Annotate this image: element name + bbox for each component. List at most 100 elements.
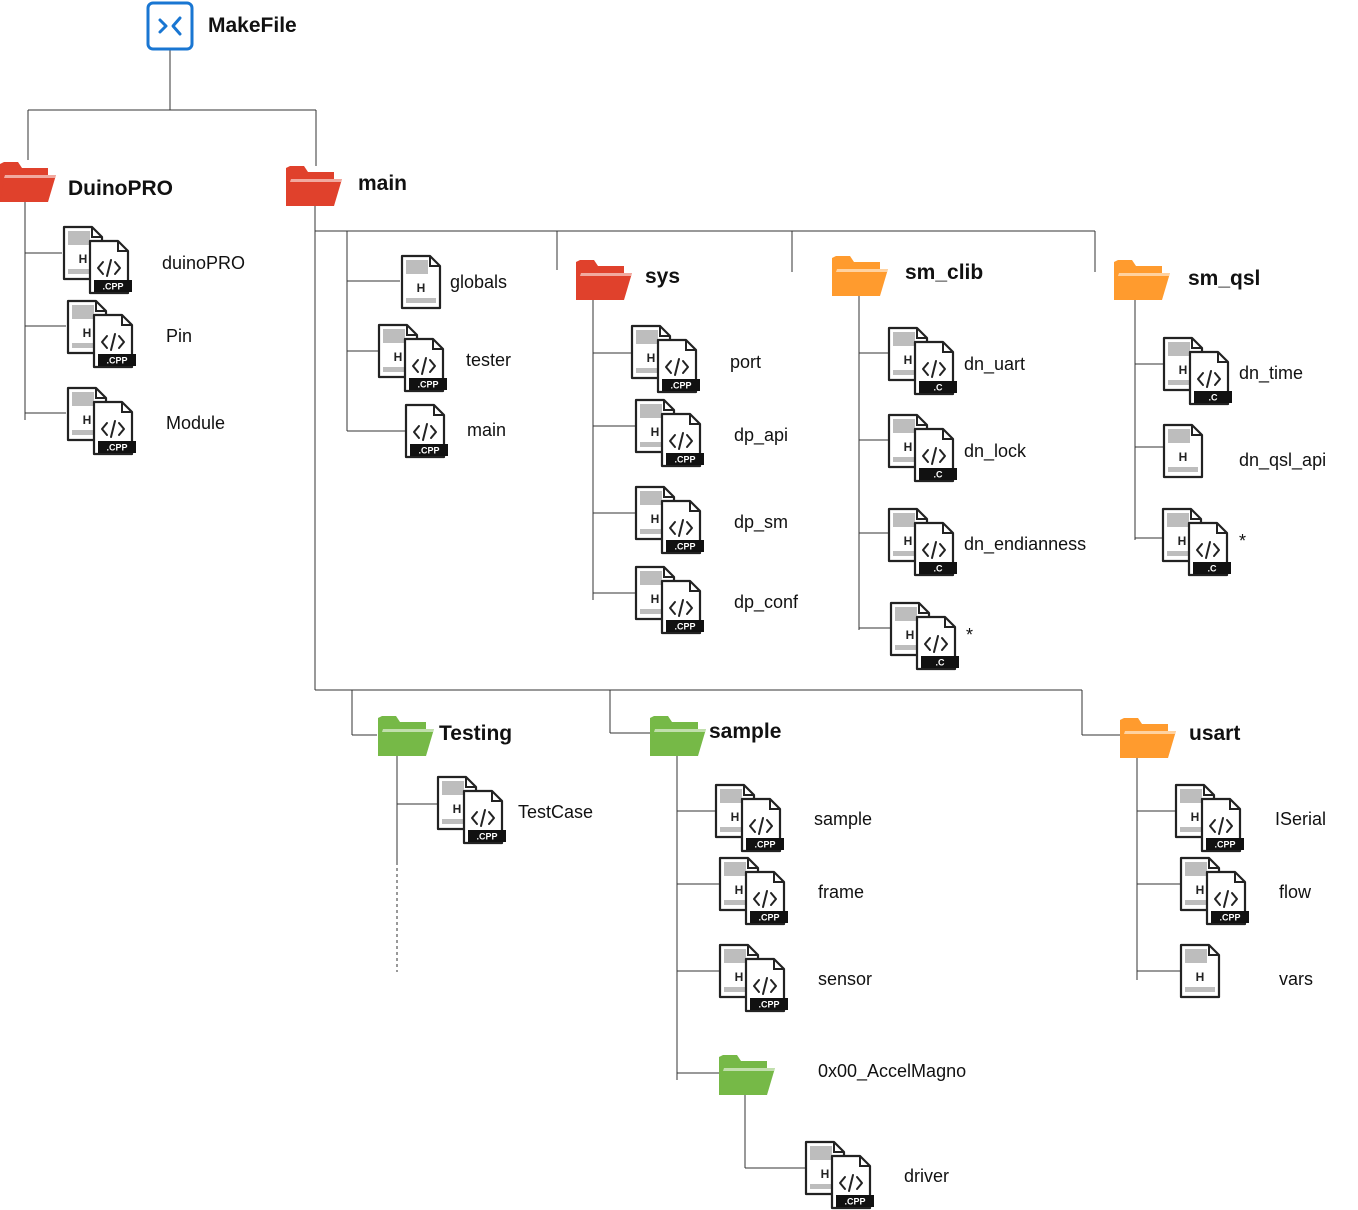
- svg-text:.CPP: .CPP: [106, 356, 127, 366]
- header-source-file-icon: H .CPP: [377, 323, 447, 393]
- header-source-file-icon: H .CPP: [62, 225, 132, 295]
- svg-text:.CPP: .CPP: [758, 913, 779, 923]
- svg-text:.C: .C: [936, 658, 946, 668]
- svg-text:.CPP: .CPP: [102, 282, 123, 292]
- svg-text:H: H: [79, 252, 88, 266]
- makefile-label: MakeFile: [208, 14, 297, 37]
- svg-text:.CPP: .CPP: [106, 443, 127, 453]
- svg-text:.CPP: .CPP: [674, 455, 695, 465]
- file-label: Pin: [166, 326, 193, 346]
- file-label: flow: [1279, 882, 1312, 902]
- svg-text:.C: .C: [1209, 393, 1219, 403]
- file-label: tester: [466, 350, 512, 370]
- svg-text:H: H: [1191, 810, 1200, 824]
- file-label: dn_qsl_api: [1239, 450, 1327, 470]
- file-label: dp_conf: [734, 592, 799, 612]
- svg-text:H: H: [1179, 450, 1188, 464]
- folder-icon: [832, 256, 888, 296]
- svg-text:.CPP: .CPP: [418, 446, 439, 456]
- svg-text:.CPP: .CPP: [754, 840, 775, 850]
- header-source-file-icon: H.C: [889, 601, 959, 671]
- folder-icon: [650, 716, 706, 756]
- file-label: dn_lock: [964, 441, 1027, 461]
- file-label: duinoPRO: [162, 253, 246, 273]
- file-label: *: [1239, 531, 1247, 551]
- tree-icons: H .CPP H .CPP H .CPP H H .CPP .CPP H .CPP H .CPP H .CPP…: [0, 1, 1249, 1210]
- svg-text:H: H: [1196, 883, 1205, 897]
- svg-text:H: H: [904, 534, 913, 548]
- file-label: globals: [450, 272, 508, 292]
- svg-text:H: H: [821, 1167, 830, 1181]
- file-label: sample: [814, 809, 873, 829]
- svg-text:H: H: [417, 281, 426, 295]
- svg-text:H: H: [394, 350, 403, 364]
- file-label: vars: [1279, 969, 1314, 989]
- header-source-file-icon: H .CPP: [66, 299, 136, 369]
- folder-label-main: main: [358, 172, 408, 195]
- svg-text:H: H: [735, 970, 744, 984]
- file-label: Module: [166, 413, 226, 433]
- svg-text:.CPP: .CPP: [1214, 840, 1235, 850]
- header-source-file-icon: H.C: [1161, 507, 1231, 577]
- header-source-file-icon: H .C: [887, 326, 957, 396]
- header-source-file-icon: H .CPP: [634, 565, 704, 635]
- folder-icon: [378, 716, 434, 756]
- svg-text:.CPP: .CPP: [476, 832, 497, 842]
- header-source-file-icon: H .CPP: [66, 386, 136, 456]
- file-label: dn_time: [1239, 363, 1304, 383]
- folder-label-sm-qsl: sm_qsl: [1188, 267, 1261, 290]
- svg-text:.C: .C: [934, 383, 944, 393]
- header-source-file-icon: H .CPP: [634, 485, 704, 555]
- svg-text:H: H: [83, 326, 92, 340]
- svg-text:H: H: [904, 353, 913, 367]
- svg-text:.CPP: .CPP: [674, 542, 695, 552]
- folder-icon: [286, 166, 342, 206]
- header-source-file-icon: H.CPP: [1179, 856, 1249, 926]
- makefile-icon: [146, 1, 194, 51]
- header-source-file-icon: H.CPP: [714, 783, 784, 853]
- header-source-file-icon: H .CPP: [804, 1140, 874, 1210]
- header-source-file-icon: H.CPP: [630, 324, 700, 394]
- header-source-file-icon: H .CPP: [718, 856, 788, 926]
- folder-icon: [0, 162, 56, 202]
- file-label: TestCase: [518, 802, 594, 822]
- svg-text:.CPP: .CPP: [674, 622, 695, 632]
- folder-label-usart: usart: [1189, 722, 1241, 745]
- header-source-file-icon: H.C: [887, 413, 957, 483]
- header-file-icon: H: [400, 254, 442, 310]
- folder-label-testing: Testing: [439, 722, 513, 745]
- folder-label-sample: sample: [709, 720, 782, 743]
- header-file-icon: H: [1179, 943, 1221, 999]
- file-label: ISerial: [1275, 809, 1327, 829]
- header-source-file-icon: H .CPP: [634, 398, 704, 468]
- file-label: main: [467, 420, 507, 440]
- tree-connectors: [24, 50, 1180, 1169]
- folder-icon: [719, 1055, 775, 1095]
- folder-label-accelmagno: 0x00_AccelMagno: [818, 1061, 967, 1081]
- folder-label-duinopro: DuinoPRO: [68, 177, 173, 200]
- header-source-file-icon: H.CPP: [718, 943, 788, 1013]
- svg-text:H: H: [651, 592, 660, 606]
- svg-text:H: H: [1179, 363, 1188, 377]
- svg-text:.CPP: .CPP: [844, 1197, 865, 1207]
- svg-text:.C: .C: [934, 564, 944, 574]
- svg-text:H: H: [83, 413, 92, 427]
- svg-text:H: H: [651, 512, 660, 526]
- svg-text:H: H: [735, 883, 744, 897]
- file-label: *: [966, 625, 974, 645]
- file-label: port: [730, 352, 762, 372]
- header-source-file-icon: H .C: [1162, 336, 1232, 406]
- svg-text:.CPP: .CPP: [417, 380, 438, 390]
- header-file-icon: H: [1162, 423, 1204, 479]
- svg-text:H: H: [1196, 970, 1205, 984]
- header-source-file-icon: H .C: [887, 507, 957, 577]
- file-label: frame: [818, 882, 865, 902]
- file-label: dn_uart: [964, 354, 1026, 374]
- folder-icon: [1120, 718, 1176, 758]
- folder-icon: [1114, 260, 1170, 300]
- svg-text:H: H: [904, 440, 913, 454]
- file-label: driver: [904, 1166, 950, 1186]
- file-label: dp_sm: [734, 512, 789, 532]
- svg-text:H: H: [651, 425, 660, 439]
